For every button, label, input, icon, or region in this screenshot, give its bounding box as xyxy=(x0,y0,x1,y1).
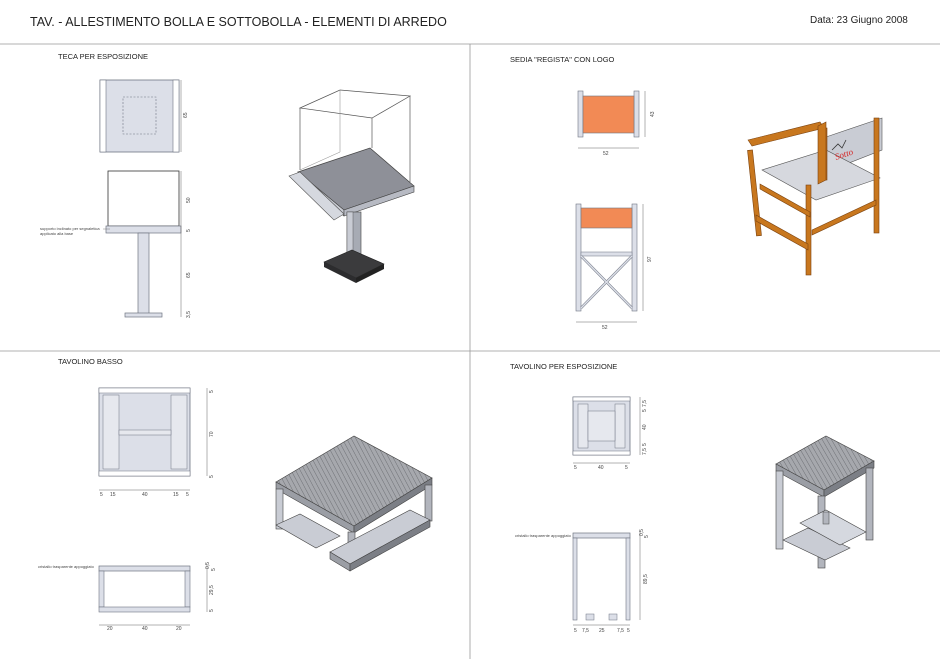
tb-plan-bottom-2: 40 xyxy=(142,492,148,498)
tavolino-basso-note: cristallo trasparente appoggiato xyxy=(38,564,94,569)
tavolino-basso-3d-view xyxy=(275,435,433,572)
sedia-front-view: 52 97 xyxy=(575,203,653,331)
te-elev-bottom-0: 5 xyxy=(574,628,577,634)
tb-elev-glass: 0,5 xyxy=(205,562,211,569)
section-title-tavolino-esposizione: TAVOLINO PER ESPOSIZIONE xyxy=(510,362,618,371)
tb-plan-bottom-4: 5 xyxy=(186,492,189,498)
tb-plan-bottom-3: 15 xyxy=(173,492,179,498)
sheet-grid-lines xyxy=(0,43,940,659)
teca-3d-view xyxy=(288,89,415,283)
te-plan-bottom-0: 5 xyxy=(574,465,577,471)
sedia-dim-front-height: 97 xyxy=(647,256,653,262)
te-elev-height: 89,5 xyxy=(643,574,649,584)
te-elev-glass: 0,5 xyxy=(639,529,645,536)
tavolino-basso-plan-view: 5 15 40 15 5 5 70 5 xyxy=(98,387,215,498)
sedia-back-view: 52 43 xyxy=(577,90,656,157)
teca-dim-column: 65 xyxy=(186,272,192,278)
te-plan-right-1: 5 xyxy=(642,409,648,412)
te-elev-bottom-1: 7,5 xyxy=(582,628,589,634)
sedia-dim-back-height: 43 xyxy=(650,111,656,117)
tavolino-esposizione-3d-view xyxy=(775,435,875,569)
section-title-teca: TECA PER ESPOSIZIONE xyxy=(58,52,149,61)
te-plan-right-4: 7,5 xyxy=(642,448,648,455)
te-elev-bottom-4: 5 xyxy=(627,628,630,634)
tavolino-basso-elevation: 20 40 20 0,5 5 29,5 5 xyxy=(98,562,217,632)
section-title-tavolino-basso: TAVOLINO BASSO xyxy=(58,357,123,366)
tb-elev-bottom-0: 20 xyxy=(107,626,113,632)
tb-elev-top: 5 xyxy=(211,568,217,571)
te-plan-right-2: 40 xyxy=(642,424,648,430)
teca-dim-top: 65 xyxy=(183,112,189,118)
teca-plan-view: 65 xyxy=(99,79,189,153)
tavolino-esposizione-note: cristallo trasparente appoggiato xyxy=(515,533,571,538)
tb-plan-bottom-0: 5 xyxy=(100,492,103,498)
teca-front-view: 50 5 65 3,5 xyxy=(103,170,192,318)
teca-note: supporto inclinato per segnaletica appli… xyxy=(40,226,100,236)
tb-elev-foot: 5 xyxy=(209,609,215,612)
tb-elev-height: 29,5 xyxy=(209,585,215,595)
tavolino-esposizione-elevation: 5 7,5 25 7,5 5 0,5 5 89,5 xyxy=(572,529,650,634)
te-plan-right-3: 5 xyxy=(642,443,648,446)
tb-plan-bottom-1: 15 xyxy=(110,492,116,498)
te-elev-bottom-3: 7,5 xyxy=(617,628,624,634)
te-plan-bottom-1: 40 xyxy=(598,465,604,471)
teca-dim-foot: 3,5 xyxy=(186,311,192,318)
te-plan-bottom-2: 5 xyxy=(625,465,628,471)
sedia-3d-view: Sotto xyxy=(747,117,883,276)
tavolino-esposizione-plan-view: 5 40 5 7,5 5 40 5 7,5 xyxy=(572,396,648,471)
tb-elev-bottom-1: 40 xyxy=(142,626,148,632)
sedia-dim-front-width: 52 xyxy=(602,325,608,331)
tb-plan-edge-b: 5 xyxy=(209,475,215,478)
te-elev-bottom-2: 25 xyxy=(599,628,605,634)
teca-dim-box: 50 xyxy=(186,197,192,203)
tb-plan-side: 70 xyxy=(209,431,215,437)
sheet-date: Data: 23 Giugno 2008 xyxy=(810,15,908,26)
section-title-sedia: SEDIA "REGISTA" CON LOGO xyxy=(510,55,615,64)
sheet-title: TAV. - ALLESTIMENTO BOLLA E SOTTOBOLLA -… xyxy=(30,15,447,29)
teca-dim-base: 5 xyxy=(186,229,192,232)
tb-elev-bottom-2: 20 xyxy=(176,626,182,632)
tb-plan-edge-a: 5 xyxy=(209,390,215,393)
te-plan-right-0: 7,5 xyxy=(642,400,648,407)
sedia-dim-back-width: 52 xyxy=(603,151,609,157)
te-elev-top: 5 xyxy=(644,535,650,538)
